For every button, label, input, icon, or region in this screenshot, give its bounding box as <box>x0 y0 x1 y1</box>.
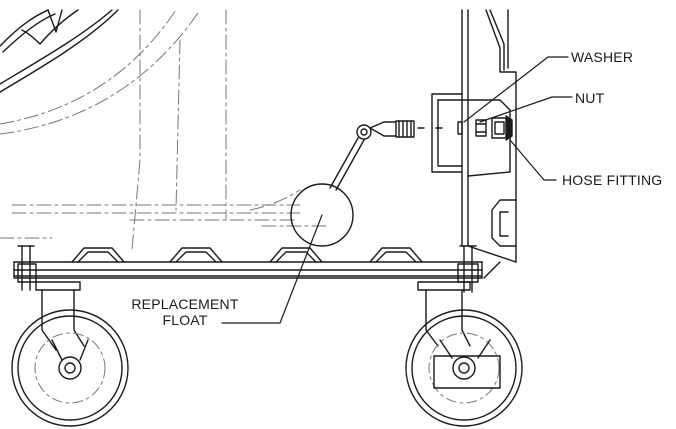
cart-frame <box>13 245 501 293</box>
hose-fitting-label: HOSE FITTING <box>562 172 663 188</box>
housing-wall <box>461 9 517 263</box>
leader-nut <box>479 96 573 123</box>
washer-label: WASHER <box>571 49 634 65</box>
tub-corner <box>0 9 119 93</box>
float-chamber <box>431 93 511 177</box>
leader-lines <box>221 56 573 324</box>
tub-hidden-lines <box>0 9 331 251</box>
leader-replacement-float <box>221 214 323 324</box>
replacement-float-ball <box>290 183 354 247</box>
leader-washer <box>463 56 569 123</box>
right-caster <box>405 281 523 427</box>
float-valve <box>329 120 415 191</box>
replacement-float-label-line1: REPLACEMENT <box>131 296 239 312</box>
leader-hose-fitting <box>509 139 557 181</box>
replacement-float-label-line2: FLOAT <box>162 312 208 328</box>
left-caster <box>11 281 129 427</box>
nut-label: NUT <box>575 90 605 106</box>
replacement-float-label: REPLACEMENT FLOAT <box>131 296 239 328</box>
fitting-stack <box>417 115 513 141</box>
